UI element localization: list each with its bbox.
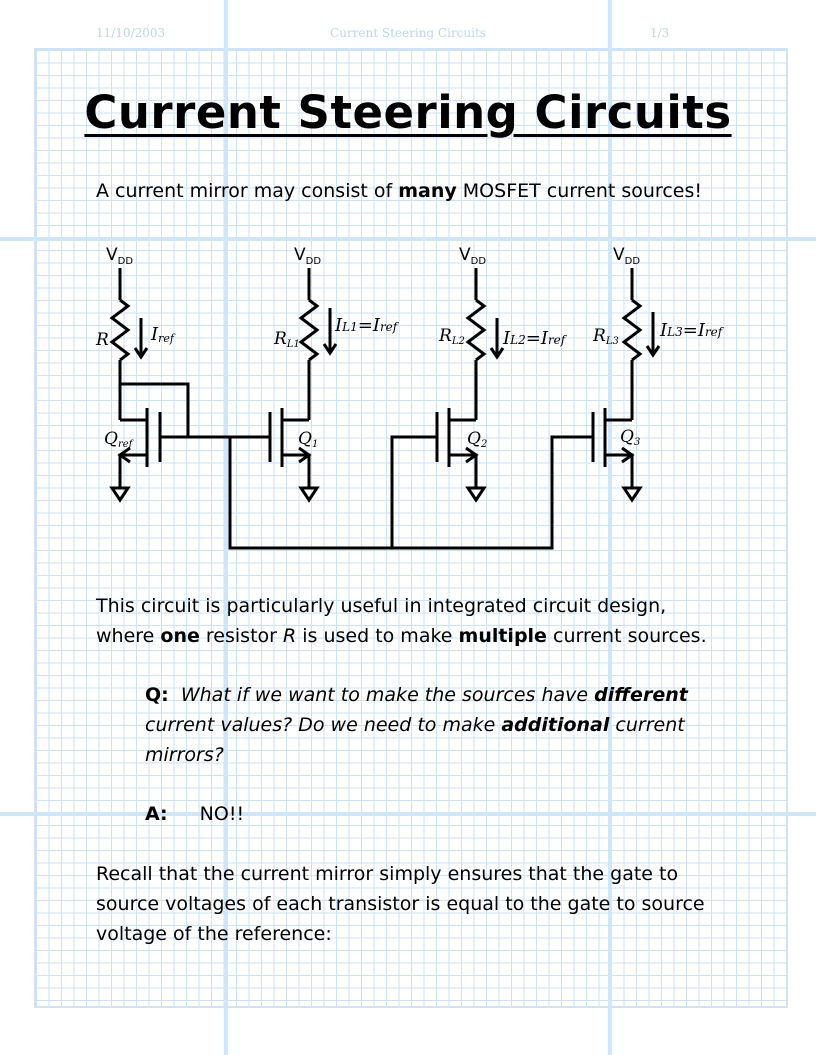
resistor-label-rl1: RL1 bbox=[273, 329, 300, 350]
question-block: Q: What if we want to make the sources h… bbox=[145, 680, 688, 770]
page-title: Current Steering Circuits bbox=[84, 86, 732, 139]
para2-text-a: where bbox=[96, 625, 161, 647]
intro-paragraph: A current mirror may consist of many MOS… bbox=[96, 176, 702, 206]
question-emphasis-additional: additional bbox=[501, 714, 610, 736]
vdd-label-1: VDD bbox=[294, 245, 321, 267]
header-page-number: 1/3 bbox=[650, 26, 670, 40]
question-line-3: mirrors? bbox=[145, 744, 224, 766]
vdd-label-2: VDD bbox=[459, 245, 486, 267]
para3-line-2: source voltages of each transistor is eq… bbox=[96, 893, 705, 915]
para3-line-3: voltage of the reference: bbox=[96, 923, 332, 945]
question-label: Q: bbox=[145, 684, 169, 706]
paragraph-integrated-design: This circuit is particularly useful in i… bbox=[96, 591, 707, 651]
intro-emphasis: many bbox=[398, 180, 457, 202]
current-steering-circuit-diagram: VDD VDD VDD VDD R RL1 RL2 RL3 Iref IL1=I… bbox=[95, 245, 725, 550]
transistor-label-q1: Q1 bbox=[298, 429, 318, 450]
answer-block: A: NO!! bbox=[145, 799, 244, 829]
current-label-il2: IL2=Iref bbox=[502, 328, 568, 349]
question-line-1: What if we want to make the sources have… bbox=[181, 684, 688, 706]
branch-1 bbox=[268, 268, 338, 503]
qref-source-arrow bbox=[117, 446, 131, 464]
ground-symbol-3 bbox=[621, 486, 643, 503]
vdd-label-3: VDD bbox=[613, 245, 640, 267]
resistor-rl2-symbol bbox=[465, 298, 487, 362]
q1-source-arrow bbox=[298, 446, 312, 464]
grid-rule-horizontal-top bbox=[0, 237, 816, 241]
current-label-il3: IL3=Iref bbox=[659, 320, 725, 341]
current-label-il1: IL1=Iref bbox=[334, 315, 400, 336]
para2-resistor-symbol: R bbox=[283, 625, 297, 647]
diode-connection-wire bbox=[120, 382, 190, 439]
para2-line-1: This circuit is particularly useful in i… bbox=[96, 595, 667, 617]
q3-source-arrow bbox=[621, 446, 635, 464]
para2-emphasis-one: one bbox=[160, 625, 200, 647]
graph-paper-background bbox=[34, 48, 788, 1008]
ground-symbol-1 bbox=[298, 486, 320, 503]
gate-bus-wiring bbox=[188, 435, 593, 550]
current-label-iref: Iref bbox=[150, 324, 176, 345]
ground-symbol-2 bbox=[465, 486, 487, 503]
answer-label: A: bbox=[145, 803, 168, 825]
transistor-label-q3: Q3 bbox=[620, 427, 640, 448]
resistor-label-r: R bbox=[95, 330, 109, 350]
question-line-2: current values? Do we need to make addit… bbox=[145, 714, 685, 736]
q2-source-arrow bbox=[465, 446, 479, 464]
para2-text-d: current sources. bbox=[546, 625, 707, 647]
intro-text-start: A current mirror may consist of bbox=[96, 180, 399, 202]
resistor-label-rl2: RL2 bbox=[438, 326, 465, 347]
question-emphasis-different: different bbox=[594, 684, 688, 706]
para2-emphasis-multiple: multiple bbox=[458, 625, 547, 647]
question-line-2-text: current values? Do we need to make bbox=[145, 714, 502, 736]
grid-rule-horizontal-bottom bbox=[0, 812, 816, 816]
grid-rule-vertical-right bbox=[608, 0, 612, 1055]
para3-line-1: Recall that the current mirror simply en… bbox=[96, 863, 679, 885]
para2-text-b: resistor bbox=[199, 625, 283, 647]
question-line-1-text: What if we want to make the sources have bbox=[180, 684, 595, 706]
branch-3 bbox=[591, 268, 661, 503]
resistor-rl3-symbol bbox=[621, 298, 643, 362]
reference-branch bbox=[109, 268, 190, 503]
resistor-r-symbol bbox=[109, 298, 131, 362]
transistor-label-qref: Qref bbox=[104, 429, 135, 450]
vdd-label-ref: VDD bbox=[106, 245, 133, 267]
header-title: Current Steering Circuits bbox=[330, 26, 486, 40]
branch-2 bbox=[435, 268, 505, 503]
resistor-label-rl3: RL3 bbox=[592, 326, 619, 347]
transistor-label-q2: Q2 bbox=[467, 429, 487, 450]
paragraph-recall: Recall that the current mirror simply en… bbox=[96, 859, 705, 949]
header-date: 11/10/2003 bbox=[96, 26, 166, 40]
resistor-rl1-symbol bbox=[298, 298, 320, 362]
para2-text-c: is used to make bbox=[296, 625, 459, 647]
grid-rule-vertical-left bbox=[224, 0, 228, 1055]
question-line-2-end: current bbox=[609, 714, 685, 736]
ground-symbol-ref bbox=[109, 486, 131, 503]
intro-text-end: MOSFET current sources! bbox=[456, 180, 702, 202]
answer-text: NO!! bbox=[199, 803, 245, 825]
